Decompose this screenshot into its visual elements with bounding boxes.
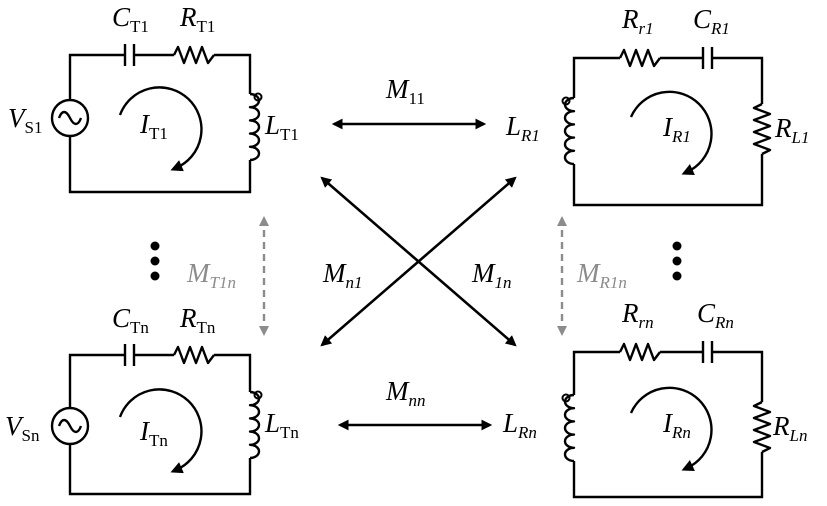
txn-wire <box>68 353 252 496</box>
m1n-label: M1n <box>471 258 512 292</box>
rxn-inductor-symbol <box>561 393 576 463</box>
tx1-source-symbol <box>50 98 90 138</box>
rxn-capacitor-symbol <box>701 341 714 363</box>
rx1-current-arrow <box>629 90 713 175</box>
tx1-capacitor-symbol <box>123 44 136 66</box>
tx1-source-label: VS1 <box>8 103 42 137</box>
tx1-capacitor-label: CT1 <box>112 2 149 36</box>
mn1-label: Mn1 <box>322 258 363 292</box>
rxn-current-label: IRn <box>662 408 691 442</box>
rxn-inductor-label: LRn <box>502 408 537 442</box>
mr1n-label: MR1n <box>576 258 627 292</box>
tx1-inductor-symbol <box>248 92 263 162</box>
txn-capacitor-symbol <box>123 344 136 366</box>
rx1-circuit <box>561 47 772 207</box>
txn-source-symbol <box>50 406 90 446</box>
txn-circuit <box>50 344 263 496</box>
rx-ellipsis <box>672 241 682 281</box>
rx1-load-resistor-symbol <box>752 102 772 156</box>
txn-capacitor-label: CTn <box>112 303 149 337</box>
rx1-inductor-label: LR1 <box>505 111 540 145</box>
tx1-circuit <box>50 44 263 194</box>
tx1-inductor-label: LT1 <box>264 110 299 144</box>
rxn-resistor-label: Rrn <box>621 298 654 332</box>
txn-resistor-symbol <box>172 345 215 365</box>
rxn-circuit <box>561 341 772 499</box>
rx1-resistor-symbol <box>618 48 661 68</box>
tx1-current-label: IT1 <box>139 109 168 143</box>
rxn-current-arrow <box>629 386 713 471</box>
rx1-wire <box>572 56 764 207</box>
rx1-capacitor-label: CR1 <box>693 4 730 38</box>
mt1n-label: MT1n <box>186 258 236 292</box>
tx-ellipsis <box>150 241 160 281</box>
txn-inductor-symbol <box>248 390 263 460</box>
txn-inductor-label: LTn <box>264 408 299 442</box>
rx1-inductor-symbol <box>561 96 576 166</box>
rxn-resistor-symbol <box>618 342 661 362</box>
txn-current-label: ITn <box>139 416 168 450</box>
rxn-load-label: RLn <box>772 411 807 445</box>
rx1-load-label: RL1 <box>774 113 809 147</box>
tx1-wire <box>68 53 252 194</box>
rx1-capacitor-symbol <box>701 47 714 69</box>
rx1-current-label: IR1 <box>662 112 691 146</box>
rxn-capacitor-label: CRn <box>697 298 734 332</box>
txn-current-arrow <box>118 388 203 474</box>
txn-source-label: VSn <box>5 411 40 445</box>
rx1-resistor-label: Rr1 <box>621 4 654 38</box>
m1n-arrow <box>320 176 517 347</box>
rxn-wire <box>572 350 764 499</box>
txn-resistor-label: RTn <box>179 303 216 337</box>
tx1-resistor-label: RT1 <box>179 2 215 36</box>
tx1-current-arrow <box>118 86 203 172</box>
tx1-resistor-symbol <box>172 45 215 65</box>
mnn-label: Mnn <box>385 376 426 410</box>
rxn-load-resistor-symbol <box>752 400 772 454</box>
m11-label: M11 <box>385 74 425 108</box>
